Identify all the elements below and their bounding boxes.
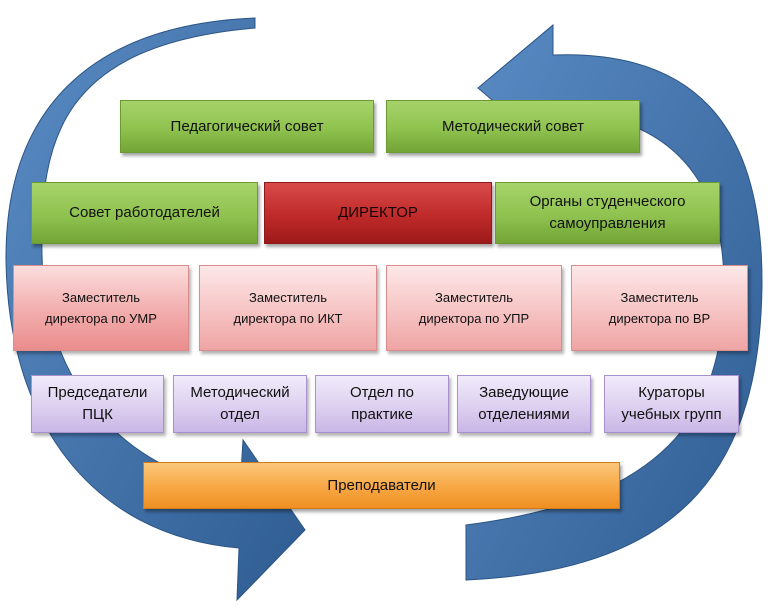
student-government-label: Органы студенческого самоуправления: [529, 193, 686, 232]
student-government-box: Органы студенческого самоуправления: [495, 182, 720, 244]
methodical-council-label: Методический совет: [441, 117, 585, 135]
teachers-label: Преподаватели: [327, 476, 436, 494]
employers-council-box: Совет работодателей: [31, 182, 258, 244]
methodical-department-label: Методический отдел: [190, 384, 290, 423]
deputy-vr-box: Заместитель директора по ВР: [571, 265, 748, 351]
left-cycle-arrow: [5, 17, 306, 602]
pedagogical-council-box: Педагогический совет: [120, 100, 374, 153]
director-label: ДИРЕКТОР: [338, 204, 418, 222]
pck-chairs-box: Председатели ПЦК: [31, 375, 164, 433]
deputy-ikt-box: Заместитель директора по ИКТ: [199, 265, 377, 351]
department-heads-box: Заведующие отделениями: [457, 375, 591, 433]
director-box: ДИРЕКТОР: [264, 182, 492, 244]
deputy-upr-label: Заместитель директора по УПР: [418, 289, 530, 326]
methodical-council-box: Методический совет: [386, 100, 640, 153]
deputy-umr-box: Заместитель директора по УМР: [13, 265, 189, 351]
pedagogical-council-label: Педагогический совет: [170, 117, 324, 135]
methodical-department-box: Методический отдел: [173, 375, 307, 433]
group-curators-box: Кураторы учебных групп: [604, 375, 739, 433]
department-heads-label: Заведующие отделениями: [478, 384, 570, 423]
practice-department-label: Отдел по практике: [349, 384, 415, 423]
teachers-box: Преподаватели: [143, 462, 620, 509]
deputy-upr-box: Заместитель директора по УПР: [386, 265, 562, 351]
deputy-vr-label: Заместитель директора по ВР: [608, 289, 711, 326]
practice-department-box: Отдел по практике: [315, 375, 449, 433]
group-curators-label: Кураторы учебных групп: [621, 384, 722, 423]
employers-council-label: Совет работодателей: [69, 204, 220, 222]
pck-chairs-label: Председатели ПЦК: [47, 384, 148, 423]
deputy-ikt-label: Заместитель директора по ИКТ: [233, 289, 343, 326]
deputy-umr-label: Заместитель директора по УМР: [45, 289, 157, 326]
